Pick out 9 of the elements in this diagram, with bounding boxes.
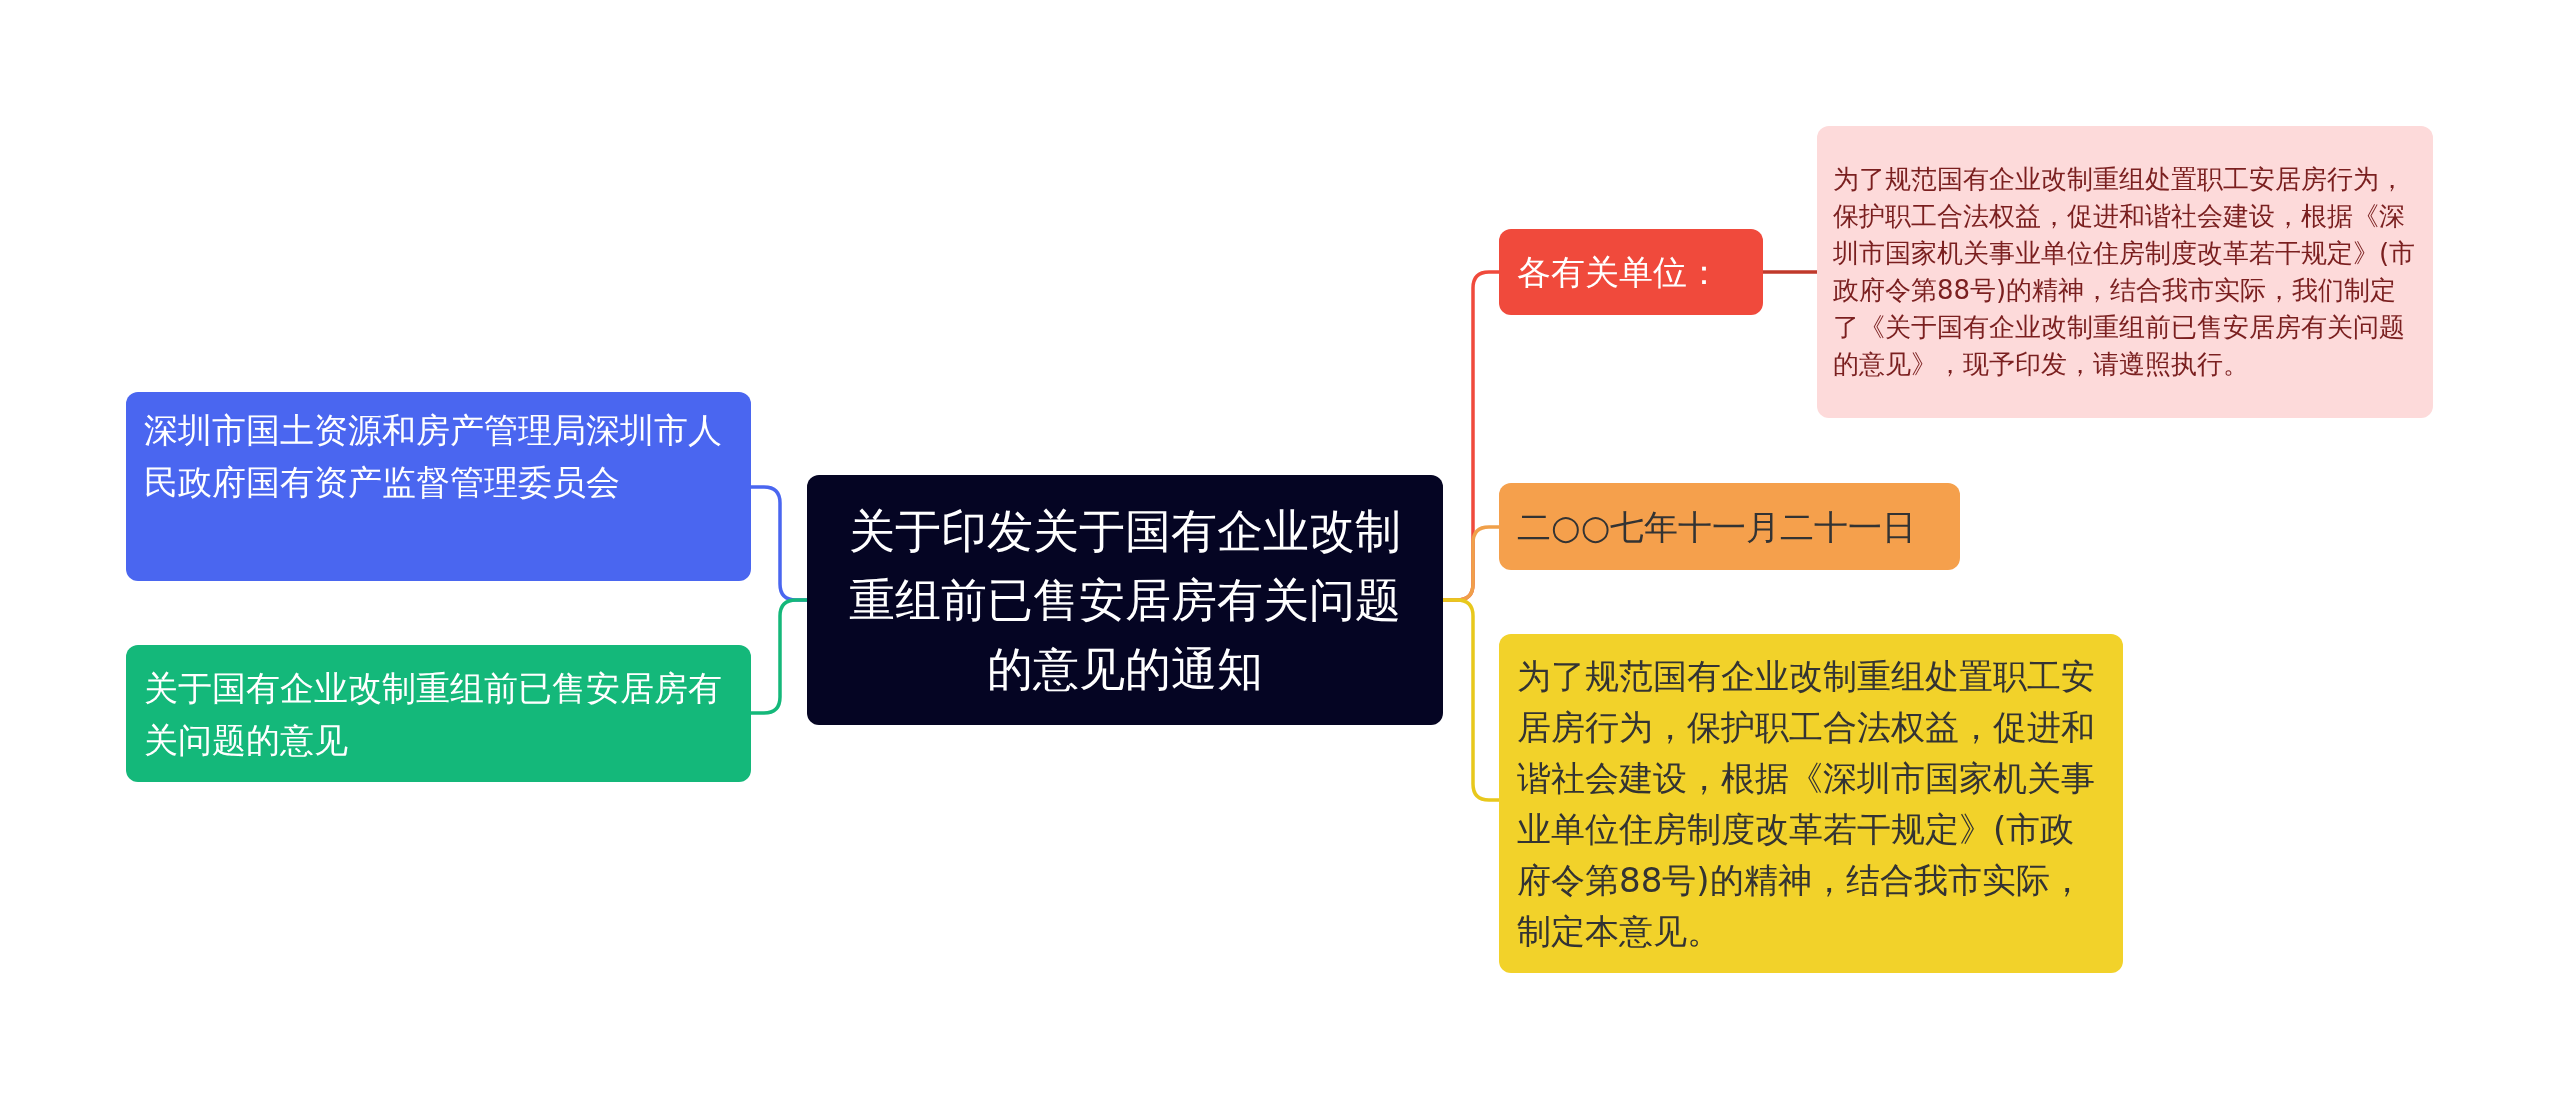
topic-box: 关于国有企业改制重组前已售安居房有关问题的意见 bbox=[126, 645, 751, 782]
connector bbox=[1763, 270, 1817, 274]
topic-box: 各有关单位： bbox=[1499, 229, 1763, 315]
connector bbox=[1443, 598, 1499, 802]
topic-box: 关于印发关于国有企业改制重组前已售安居房有关问题的意见的通知 bbox=[807, 475, 1443, 725]
note-box: 为了规范国有企业改制重组处置职工安居房行为，保护职工合法权益，促进和谐社会建设，根据《深圳市国家机关事业单位住房制度改革若干规定》(市政府令第88号)的精神，结合我市实际，我们制定了《关于国有企业改制重组前已售安居房有关问题的意见》，现予印发，请遵照执行。 bbox=[1817, 126, 2433, 418]
topic-box: 深圳市国土资源和房产管理局深圳市人民政府国有资产监督管理委员会 bbox=[126, 392, 751, 581]
topic-box: 二○○七年十一月二十一日 bbox=[1499, 483, 1960, 570]
topic-box: 为了规范国有企业改制重组处置职工安居房行为，保护职工合法权益，促进和谐社会建设，根据《深圳市国家机关事业单位住房制度改革若干规定》(市政府令第88号)的精神，结合我市实际，制定本意见。 bbox=[1499, 634, 2123, 973]
